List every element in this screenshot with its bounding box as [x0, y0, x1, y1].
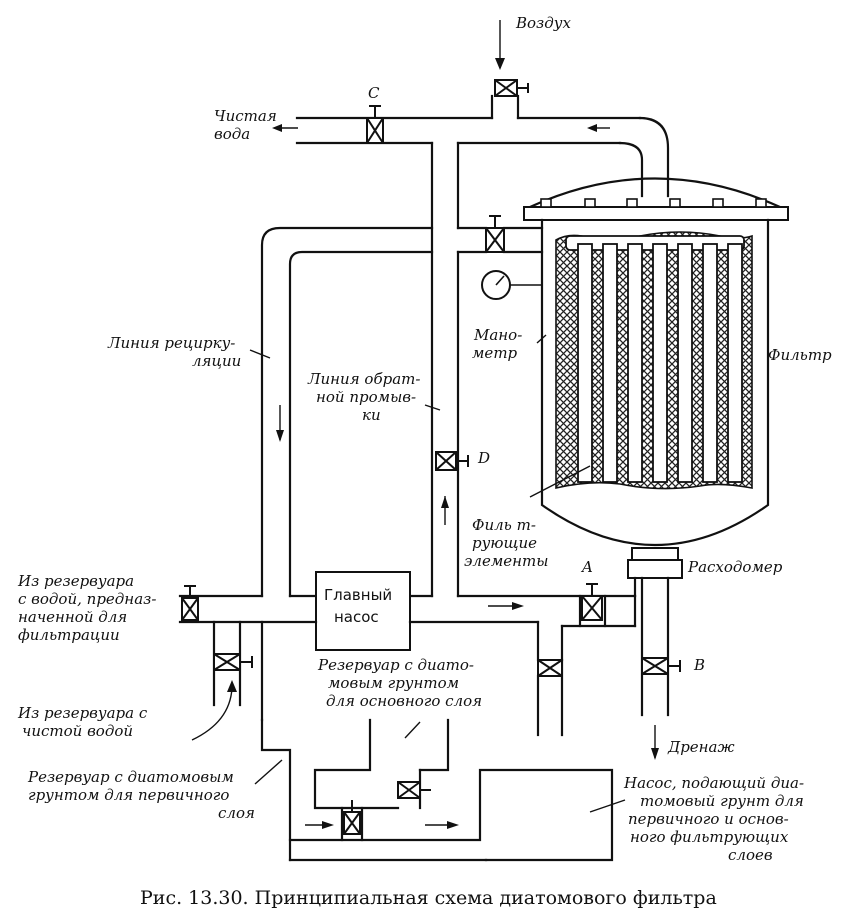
label-backwash-3: ки [362, 406, 381, 424]
valve-d[interactable] [435, 451, 469, 471]
label-air: Воздух [515, 14, 571, 32]
label-valve-d: D [477, 449, 490, 467]
label-clean-water-2: вода [214, 125, 250, 143]
tank-valve[interactable] [397, 781, 431, 799]
lower-piping [178, 585, 637, 862]
valve-a[interactable] [581, 583, 603, 621]
label-feed-pump-5: слоев [728, 846, 773, 864]
label-valve-b: B [693, 656, 705, 674]
label-tank-primary-1: Резервуар с диатомовым [27, 768, 234, 786]
label-clean-water-1: Чистая [214, 107, 277, 125]
clean-water-pipe [272, 105, 670, 198]
recirculation-line [260, 215, 544, 598]
backwash-pipe [430, 141, 469, 598]
label-tank-main-2: мовым грунтом [328, 674, 459, 692]
diagram-labels: Воздух Чистая вода C Линия рецирку- ляци… [17, 14, 832, 864]
label-valve-c: C [368, 84, 380, 102]
label-elements-3: элементы [464, 552, 548, 570]
label-from-tank-clean-2: чистой водой [22, 722, 133, 740]
label-flowmeter: Расходомер [687, 558, 783, 576]
valve-b[interactable] [641, 657, 681, 675]
valve-mid-right[interactable] [537, 659, 563, 677]
label-recirc-1: Линия рецирку- [107, 334, 235, 352]
label-elements-2: рующие [472, 534, 537, 552]
label-from-tank-filt-3: наченной для [18, 608, 127, 626]
label-from-tank-filt-2: с водой, предназ- [18, 590, 156, 608]
label-filter: Фильтр [768, 346, 832, 364]
main-pump [315, 571, 411, 651]
recirculation-valve[interactable] [485, 215, 505, 253]
label-backwash-1: Линия обрат- [307, 370, 420, 388]
inlet-valve-filtration[interactable] [181, 585, 199, 621]
label-feed-pump-1: Насос, подающий диа- [623, 774, 804, 792]
label-valve-a: A [580, 558, 593, 576]
lower-valve[interactable] [343, 800, 361, 835]
filter-vessel [523, 177, 789, 579]
label-backwash-2: ной промыв- [316, 388, 416, 406]
label-from-tank-filt-1: Из резервуара [17, 572, 134, 590]
air-inlet [490, 20, 529, 120]
leader-lines [249, 334, 626, 813]
label-feed-pump-3: первичного и основ- [628, 810, 789, 828]
label-from-tank-clean-1: Из резервуара с [17, 704, 148, 722]
label-main-pump-2: насос [334, 608, 379, 626]
air-valve[interactable] [494, 79, 529, 97]
valve-c[interactable] [366, 105, 384, 144]
inlet-valve-clean[interactable] [213, 653, 253, 671]
label-tank-primary-2: грунтом для первичного [28, 786, 229, 804]
label-tank-primary-3: слоя [218, 804, 255, 822]
label-tank-main-1: Резервуар с диато- [317, 656, 474, 674]
label-feed-pump-4: ного фильтрующих [630, 828, 789, 846]
label-recirc-2: ляции [192, 352, 241, 370]
label-feed-pump-2: томовый грунт для [640, 792, 804, 810]
label-manometer-1: Мано- [473, 326, 522, 344]
figure-caption: Рис. 13.30. Принципиальная схема диатомо… [140, 887, 717, 909]
label-manometer-2: метр [472, 344, 518, 362]
label-elements-1: Филь т- [472, 516, 536, 534]
label-from-tank-filt-4: фильтрации [18, 626, 120, 644]
manometer [481, 270, 542, 300]
label-tank-main-3: для основного слоя [326, 692, 482, 710]
label-main-pump-1: Главный [324, 586, 392, 604]
label-drain: Дренаж [667, 738, 735, 756]
